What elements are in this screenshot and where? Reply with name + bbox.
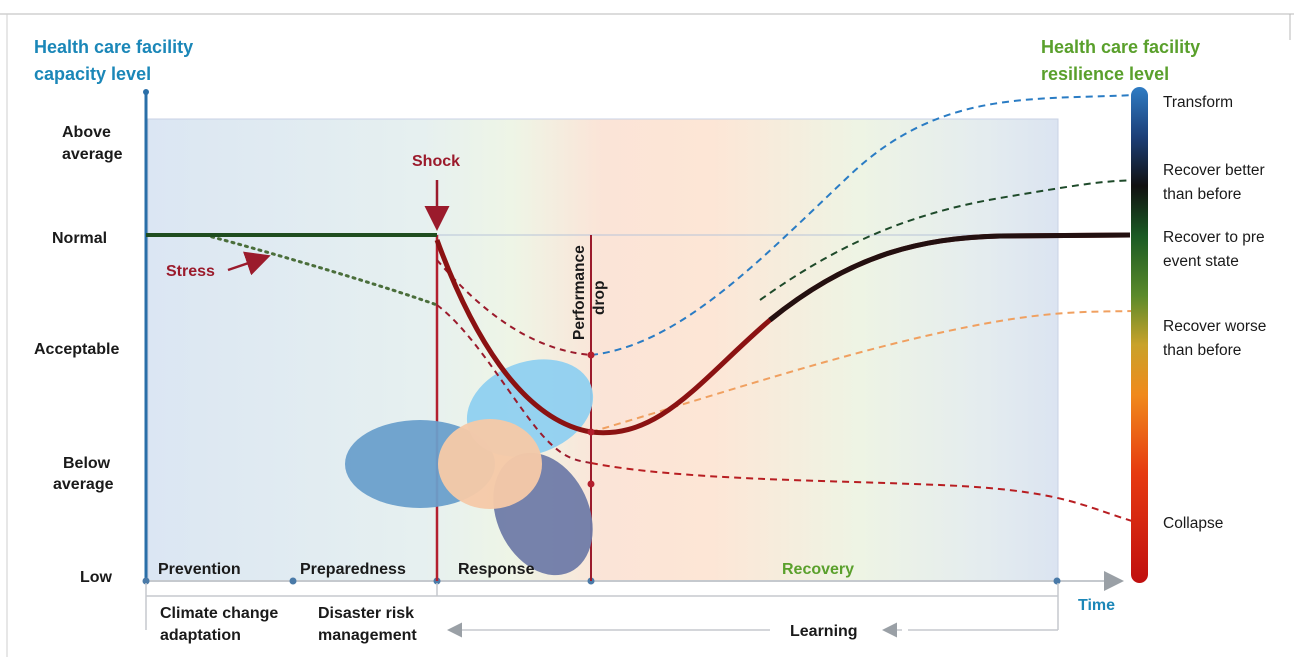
performance-drop-line1: Performance (571, 245, 588, 340)
res-better-2: than before (1163, 186, 1241, 203)
ylabel-normal: Normal (52, 230, 107, 247)
dashed-descent-curve (436, 304, 592, 464)
ylabel-acceptable: Acceptable (34, 341, 119, 358)
transform-curve (590, 94, 1136, 356)
res-worse-2: than before (1163, 342, 1241, 359)
res-transform: Transform (1163, 94, 1233, 111)
phase-response: Response (458, 561, 535, 578)
capacity-title-line2: capacity level (34, 64, 151, 84)
stress-label: Stress (166, 263, 215, 280)
climate-line1: Climate change (160, 605, 278, 622)
res-worse-1: Recover worse (1163, 318, 1266, 335)
perf-dot (587, 351, 595, 359)
phase-prevention: Prevention (158, 561, 241, 578)
phase-recovery: Recovery (782, 561, 854, 578)
stress-arrow (227, 251, 271, 276)
recover-worse-curve (590, 310, 1136, 433)
axis-dot (289, 577, 297, 585)
background-band (148, 119, 1058, 581)
capacity-title-line1: Health care facility (34, 37, 193, 57)
res-pre-2: event state (1163, 253, 1239, 270)
axis-dot (142, 577, 150, 585)
perf-dot (587, 480, 595, 488)
recover-better-curve (759, 179, 1136, 301)
main-curve-recovery-segment (768, 232, 1131, 322)
ylabel-above-2: average (62, 146, 123, 163)
resilience-title-line1: Health care facility (1041, 37, 1200, 57)
phase-preparedness: Preparedness (300, 561, 406, 578)
collapse-curve (590, 462, 1136, 523)
res-collapse: Collapse (1163, 515, 1223, 532)
res-pre-1: Recover to pre (1163, 229, 1265, 246)
resilience-bar (1131, 87, 1148, 583)
capacity-axis-top-dot (143, 89, 149, 95)
axis-dot (1053, 577, 1061, 585)
climate-line2: adaptation (160, 627, 241, 644)
res-better-1: Recover better (1163, 162, 1265, 179)
learning-label: Learning (790, 623, 858, 640)
drm-line2: management (318, 627, 417, 644)
ylabel-below-1: Below (63, 455, 111, 472)
shock-label: Shock (412, 153, 460, 170)
ylabel-above-1: Above (62, 124, 111, 141)
ylabel-below-2: average (53, 476, 114, 493)
perf-dot (587, 428, 595, 436)
resilience-title-line2: resilience level (1041, 64, 1169, 84)
ylabel-low: Low (80, 569, 113, 586)
performance-drop-line2: drop (591, 281, 608, 315)
stress-curve (203, 233, 439, 307)
time-label: Time (1078, 597, 1115, 614)
drm-line1: Disaster risk (318, 605, 414, 622)
blob-peach (438, 419, 542, 509)
